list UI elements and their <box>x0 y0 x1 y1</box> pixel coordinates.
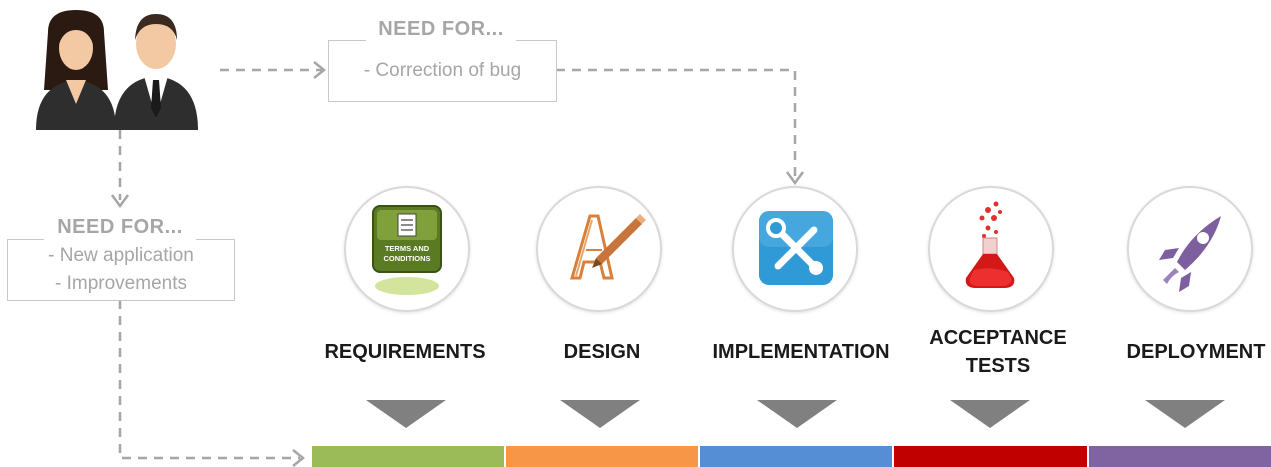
business-people-icon <box>30 8 210 130</box>
stage-arrow-deployment <box>1145 400 1225 428</box>
stage-label-implementation: IMPLEMENTATION <box>712 341 890 363</box>
top-need-title: NEED FOR... <box>366 14 516 44</box>
stage-label-design: DESIGN <box>563 341 641 363</box>
timeline-bar-requirements <box>312 446 504 467</box>
top-need-box: - Correction of bug <box>328 40 557 102</box>
need-item: - Correction of bug <box>363 60 522 81</box>
arrowhead-down-left-need <box>110 194 130 209</box>
tools-icon <box>759 211 833 285</box>
design-circle <box>536 186 662 312</box>
acceptance-tests-circle <box>928 186 1054 312</box>
arrowhead-down-implementation <box>785 171 805 186</box>
need-item: - Improvements <box>55 273 187 294</box>
deployment-circle <box>1127 186 1253 312</box>
need-item: - New application <box>48 245 194 266</box>
terms-and-conditions-icon: TERMS AND CONDITIONS <box>372 205 442 295</box>
stage-label-acceptance-tests: ACCEPTANCE TESTS <box>929 327 1067 377</box>
stage-label-requirements: REQUIREMENTS <box>324 341 486 363</box>
left-need-title: NEED FOR... <box>44 212 196 242</box>
stage-arrow-implementation <box>757 400 837 428</box>
requirements-circle: TERMS AND CONDITIONS <box>344 186 470 312</box>
timeline-bar-acceptance-tests <box>894 446 1087 467</box>
timeline-bar-design <box>506 446 698 467</box>
design-pencil-icon <box>570 214 646 280</box>
timeline-bar-deployment <box>1089 446 1271 467</box>
connector-left-need-to-timeline <box>118 300 300 460</box>
flask-icon <box>965 201 1015 288</box>
connector-top-need-to-implementation <box>556 68 797 180</box>
arrowhead-right-timeline <box>292 449 306 467</box>
icon-text: TERMS AND <box>385 244 430 253</box>
arrowhead-right-top <box>313 61 327 79</box>
stage-arrow-requirements <box>366 400 446 428</box>
left-need-box: - New application - Improvements <box>7 239 235 301</box>
stage-arrow-design <box>560 400 640 428</box>
rocket-icon <box>1159 216 1221 292</box>
stage-label-deployment: DEPLOYMENT <box>1126 341 1266 363</box>
icon-text: CONDITIONS <box>383 254 430 263</box>
implementation-circle <box>732 186 858 312</box>
timeline-bar-implementation <box>700 446 892 467</box>
stage-arrow-acceptance-tests <box>950 400 1030 428</box>
